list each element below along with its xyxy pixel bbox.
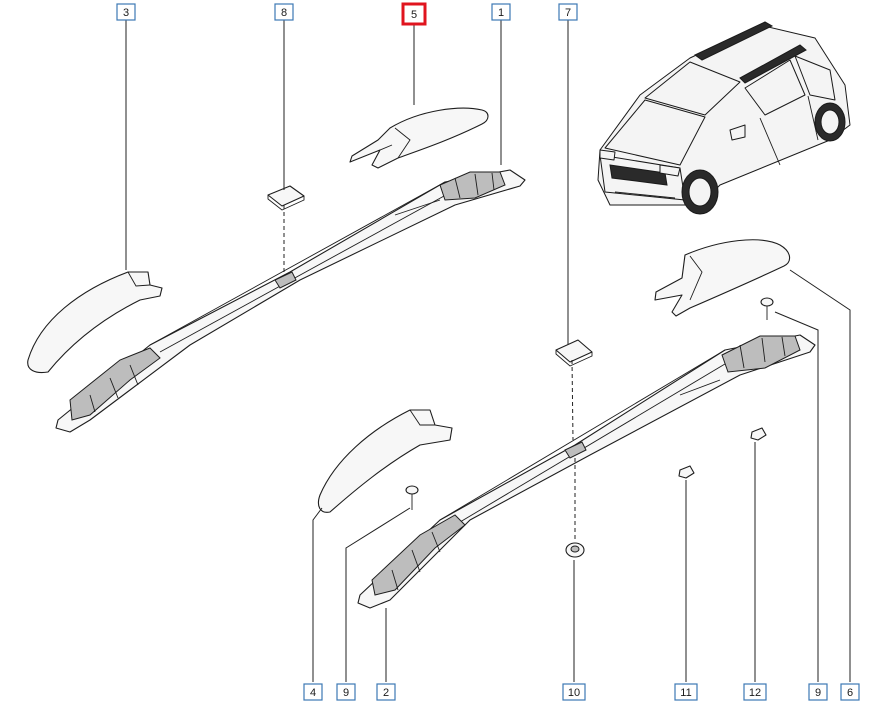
callout-9-left[interactable]: 9 [336,683,356,701]
svg-text:11: 11 [680,687,691,699]
part-4-end-cap [317,409,453,513]
callout-10[interactable]: 10 [562,683,586,701]
part-6-end-cap [654,239,791,317]
svg-text:10: 10 [568,687,580,699]
car-illustration [597,21,851,215]
callout-3[interactable]: 3 [116,3,136,21]
callout-6[interactable]: 6 [840,683,860,701]
part-1-roof-rail [55,169,526,433]
callout-12[interactable]: 12 [743,683,767,701]
callout-11[interactable]: 11 [674,683,698,701]
part-10-nut [565,542,585,558]
part-11-nut [678,465,695,479]
svg-text:7: 7 [565,7,571,19]
part-9-screw-left [405,485,419,510]
part-9-screw-right [760,297,774,320]
svg-text:9: 9 [343,687,349,699]
callout-4[interactable]: 4 [303,683,323,701]
svg-text:6: 6 [847,687,853,699]
part-8-clip [267,185,305,211]
callout-2[interactable]: 2 [376,683,396,701]
svg-text:9: 9 [815,687,821,699]
part-2-roof-rail [357,334,816,609]
svg-text:4: 4 [310,687,316,699]
svg-text:12: 12 [749,687,761,699]
part-12-nut [750,427,767,441]
svg-text:3: 3 [123,7,129,19]
part-7-clip [555,339,593,367]
callout-5[interactable]: 5 [401,2,427,26]
svg-text:5: 5 [411,9,417,21]
callout-8[interactable]: 8 [274,3,294,21]
part-5-end-cap [349,107,489,169]
callout-9-right[interactable]: 9 [808,683,828,701]
callout-1[interactable]: 1 [491,3,511,21]
leader-lines [125,20,851,682]
svg-text:8: 8 [281,7,287,19]
svg-text:2: 2 [383,687,389,699]
part-3-end-cap [27,271,163,374]
svg-text:1: 1 [498,7,504,19]
callout-7[interactable]: 7 [558,3,578,21]
